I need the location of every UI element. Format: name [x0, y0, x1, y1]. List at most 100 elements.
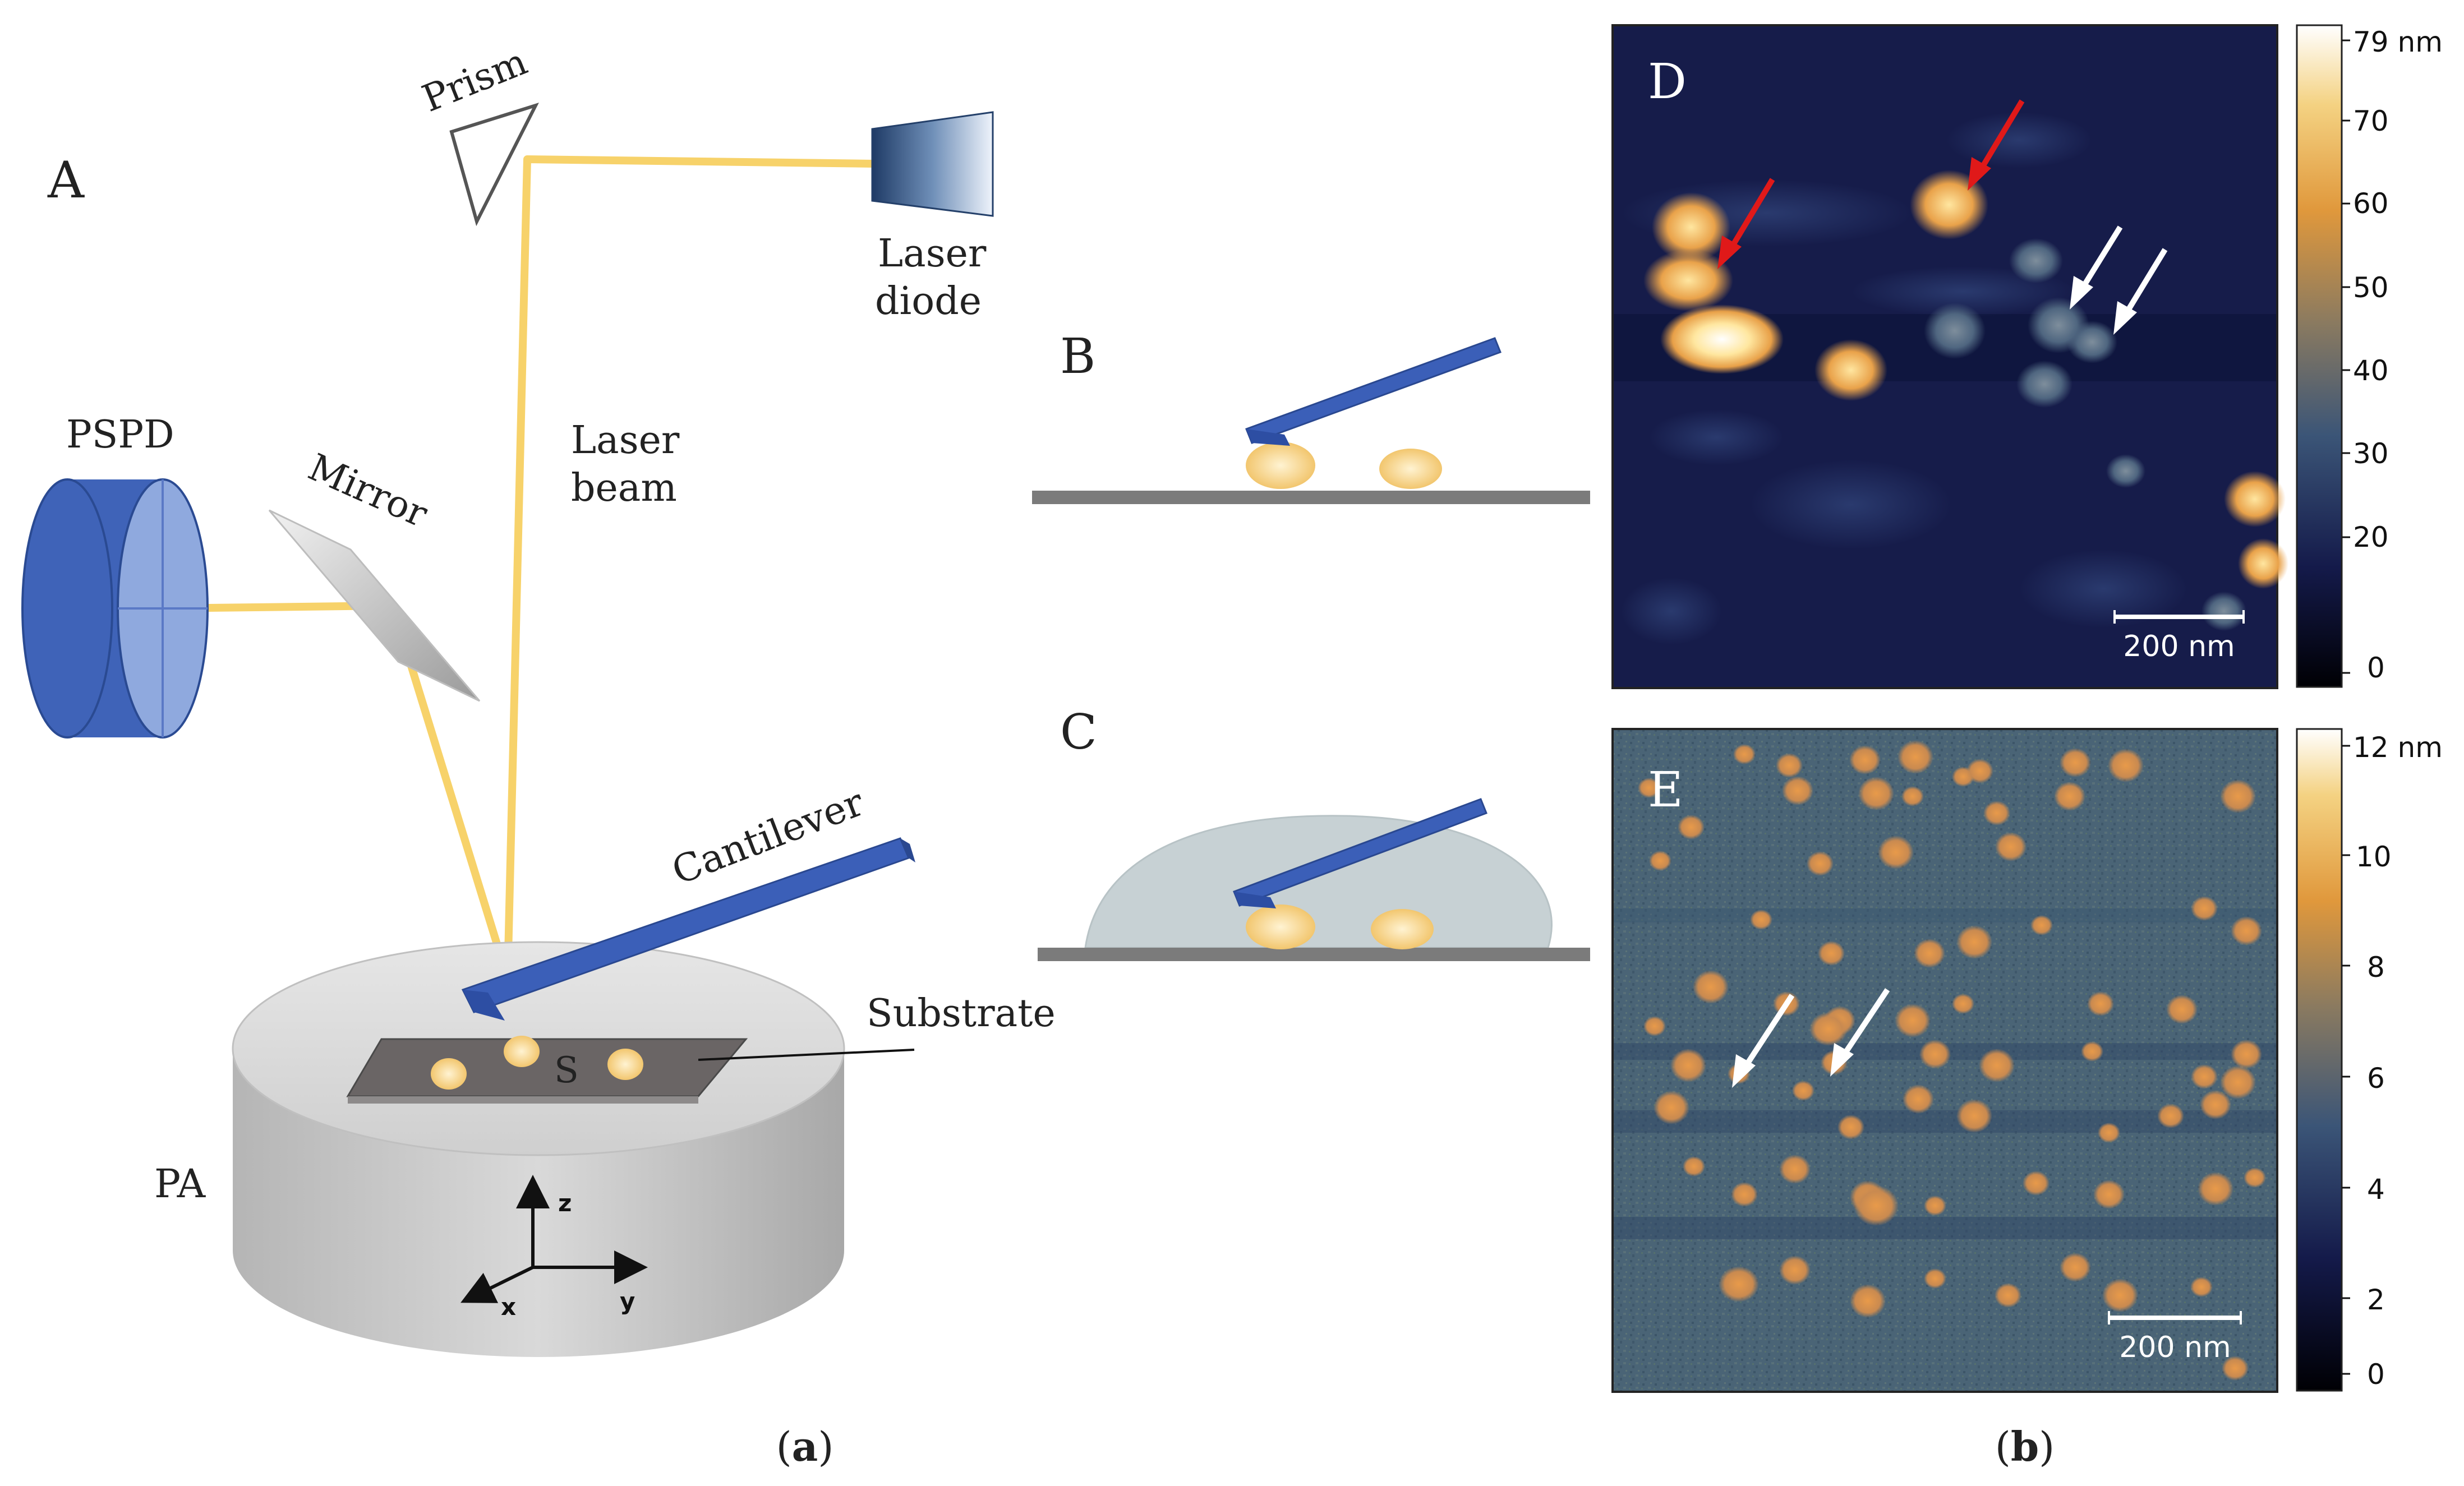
afm-e-particle — [1966, 759, 1993, 783]
afm-e-particle — [2190, 1277, 2213, 1297]
panel-a: A Prism Laser diode PSPD Mirror Laser be… — [21, 40, 1056, 1470]
laser-beam-label-2: beam — [571, 466, 677, 510]
afm-e-particle — [1956, 925, 1992, 959]
axis-y-label: y — [620, 1287, 635, 1315]
afm-e-particle — [1903, 1084, 1934, 1114]
afm-e-particle — [2087, 991, 2114, 1016]
panel-b-substrate — [1032, 491, 1590, 504]
axis-z-label: z — [558, 1189, 572, 1217]
afm-d-particle — [2067, 321, 2117, 363]
afm-e-particle — [1919, 1040, 1951, 1069]
substrate-label: Substrate — [867, 991, 1056, 1036]
colorbar-d-tick: 30 — [2353, 437, 2389, 470]
afm-e-particle — [1779, 1256, 1811, 1285]
sample-label: S — [554, 1050, 579, 1091]
piezo-stage — [232, 941, 845, 1357]
panel-c-substrate — [1038, 948, 1590, 961]
afm-e-particles — [1638, 740, 2266, 1381]
panel-b-particle — [1246, 442, 1315, 489]
panel-b: B — [1032, 329, 1590, 504]
panel-c-liquid-drop — [1084, 815, 1553, 949]
pa-label: PA — [154, 1161, 206, 1207]
axis-x-label: x — [501, 1293, 516, 1321]
afm-e-particle — [1719, 1266, 1759, 1302]
afm-d-particle — [1924, 303, 1986, 359]
afm-e-particle — [2191, 1064, 2218, 1089]
panel-b-particle — [1379, 449, 1442, 489]
afm-e-particle — [1858, 777, 1894, 810]
afm-d-particle — [2016, 361, 2072, 408]
cantilever-icon — [461, 837, 915, 1021]
caption-b: (b) — [1995, 1423, 2055, 1470]
afm-e-particle — [1956, 1099, 1992, 1133]
afm-e-particle — [1638, 778, 1660, 798]
afm-e-particle — [1952, 994, 1974, 1014]
panel-c-cantilever-icon — [1233, 798, 1487, 908]
afm-e-particle — [1683, 1156, 1705, 1176]
caption-a: (a) — [776, 1423, 834, 1470]
sample-particle — [607, 1049, 643, 1080]
afm-e-particle — [1854, 1185, 1899, 1226]
colorbar-e-tick: 2 — [2367, 1284, 2385, 1316]
panel-c-particle — [1371, 909, 1434, 949]
afm-e-particle — [1924, 1268, 1946, 1289]
afm-e-particle — [1678, 815, 1705, 839]
pspd-label: PSPD — [66, 413, 174, 457]
afm-e-particle — [2098, 1123, 2120, 1143]
afm-e-particle — [1643, 1016, 1666, 1036]
red-arrows — [1717, 99, 2025, 269]
afm-e-particle — [2231, 916, 2262, 945]
colorbar-d-tick: 60 — [2353, 187, 2389, 220]
laser-diode-label-1: Laser — [878, 232, 987, 276]
afm-e-particle — [1731, 1182, 1758, 1207]
afm-e-particle — [2081, 1041, 2103, 1062]
white-arrows-e — [1732, 988, 1890, 1088]
prism-icon — [449, 103, 539, 227]
panel-b-letter: B — [1060, 329, 1095, 385]
colorbar-d-ticks — [2342, 39, 2350, 674]
panel-d-letter: D — [1648, 54, 1687, 110]
afm-e-particle — [2220, 1065, 2256, 1099]
afm-e-particle — [1654, 1091, 1689, 1124]
afm-e-particle — [2166, 995, 2198, 1024]
panel-e: E 200 nm 12 nm 10 8 6 4 2 0 — [1611, 728, 2443, 1393]
afm-e-particle — [2198, 1172, 2233, 1206]
laser-diode-icon — [871, 111, 994, 217]
colorbar-e-tick: 4 — [2367, 1173, 2385, 1206]
afm-d-particle — [1652, 192, 1730, 262]
afm-e-particle — [2244, 1167, 2266, 1188]
afm-e-particle — [1649, 851, 1671, 871]
scale-bar-d: 200 nm — [2113, 610, 2245, 663]
afm-e-particle — [2231, 1040, 2262, 1069]
afm-d-particle — [2106, 454, 2145, 488]
substrate-leader-line — [698, 1049, 915, 1061]
panel-d: D 200 nm 79 nm 70 60 50 40 30 20 0 — [1611, 24, 2443, 689]
panel-b-cantilever-icon — [1245, 337, 1502, 446]
afm-e-particle — [1914, 939, 1945, 968]
mirror-label: Mirror — [302, 445, 434, 536]
afm-e-particle — [1733, 744, 1756, 764]
colorbar-e-tick: 8 — [2367, 951, 2385, 984]
colorbar-e-ticks — [2342, 745, 2350, 1375]
afm-e-particle — [2157, 1104, 2184, 1128]
colorbar-d — [2296, 24, 2343, 688]
colorbar-e-tick: 0 — [2367, 1358, 2385, 1391]
afm-e-particle — [1849, 745, 1881, 774]
afm-e-particle — [2060, 748, 2091, 777]
afm-e-particle — [1901, 786, 1924, 806]
afm-d-particle — [1814, 339, 1887, 401]
afm-e-particle — [2200, 1090, 2231, 1119]
sample-particle — [431, 1058, 467, 1090]
panel-c-letter: C — [1060, 704, 1097, 760]
afm-e-particle — [1850, 1284, 1886, 1318]
afm-e-particle — [2220, 779, 2256, 813]
afm-d-particle — [2224, 471, 2286, 527]
laser-diode-label-2: diode — [875, 279, 982, 324]
panel-a-letter: A — [47, 151, 85, 210]
scale-bar-d-label: 200 nm — [2123, 630, 2235, 663]
afm-e-particle — [1897, 740, 1933, 774]
afm-d-particle — [1643, 250, 1733, 311]
colorbar-e — [2296, 728, 2343, 1392]
afm-e-particle — [1995, 1283, 2021, 1308]
substrate-plate — [346, 1038, 748, 1097]
